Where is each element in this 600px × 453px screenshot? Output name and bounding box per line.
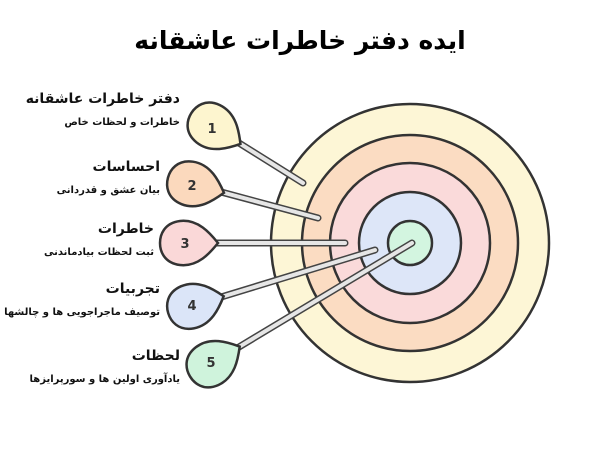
dart-number: 2 — [187, 179, 196, 194]
dart-flight — [165, 160, 226, 208]
dart-number: 4 — [187, 299, 196, 314]
item-subtitle: خاطرات و لحظات خاص — [64, 117, 180, 128]
item-subtitle: ثبت لحظات بیادماندنی — [44, 247, 154, 258]
dart-shaft — [212, 248, 377, 302]
item-2: احساسات بیان عشق و قدردانی — [0, 158, 160, 197]
dart-shaft — [212, 188, 320, 220]
dart-number: 5 — [206, 356, 215, 371]
item-title: لحظات — [131, 348, 180, 364]
item-title: احساسات — [92, 159, 160, 175]
item-subtitle: یادآوری اولین ها و سورپرایزها — [29, 374, 180, 385]
item-subtitle: بیان عشق و قدردانی — [56, 185, 160, 196]
item-title: دفتر خاطرات عاشقانه — [25, 91, 180, 107]
dart-number: 3 — [180, 237, 189, 252]
item-title: تجربیات — [105, 281, 160, 297]
item-title: خاطرات — [97, 221, 154, 237]
dart-number: 1 — [207, 122, 216, 137]
dart-flight — [158, 219, 220, 267]
dart-shaft — [229, 136, 305, 185]
item-3: خاطرات ثبت لحظات بیادماندنی — [0, 220, 154, 259]
dart-flight — [165, 282, 226, 331]
dart-flight — [186, 101, 242, 151]
item-4: تجربیات توصیف ماجراجویی ها و چالشها — [0, 280, 160, 319]
dart-flight — [185, 339, 242, 389]
item-5: لحظات یادآوری اولین ها و سورپرایزها — [0, 347, 180, 386]
page-title: ایده دفتر خاطرات عاشقانه — [134, 26, 466, 55]
item-1: دفتر خاطرات عاشقانه خاطرات و لحظات خاص — [0, 90, 180, 129]
dart-shaft — [229, 241, 414, 354]
item-subtitle: توصیف ماجراجویی ها و چالشها — [4, 307, 160, 318]
